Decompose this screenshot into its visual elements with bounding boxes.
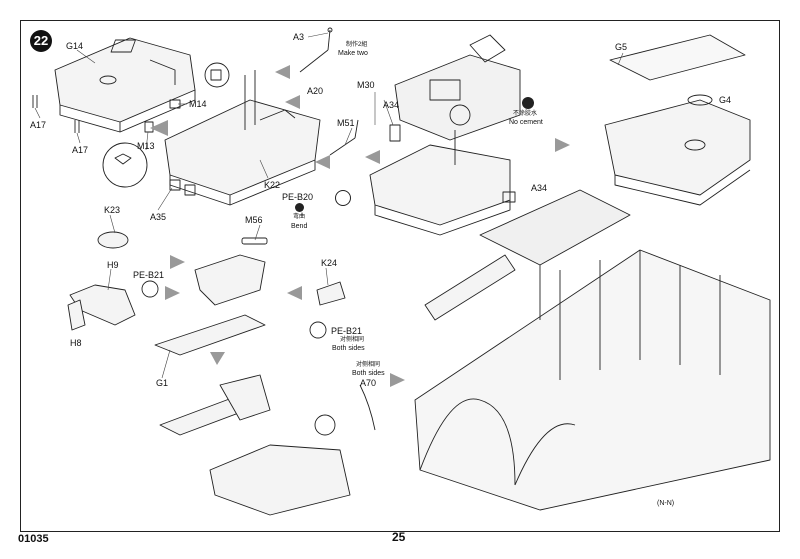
g5-cover-part <box>604 34 751 206</box>
view-note: (N-N) <box>657 500 675 507</box>
page-number: 25 <box>392 530 406 544</box>
label-m13: M13 <box>137 141 155 151</box>
k23-h9-h8-parts <box>67 231 159 331</box>
m13-m14-parts <box>102 62 230 188</box>
label-a34-top: A34 <box>383 100 400 110</box>
label-k22: K22 <box>264 180 281 190</box>
label-k23: K23 <box>104 205 121 215</box>
main-hull-part <box>414 189 771 511</box>
a20-linkage-part <box>299 27 333 73</box>
pe-b20-bend-icon <box>335 190 351 206</box>
assembled-plate-part <box>164 70 321 206</box>
label-h8: H8 <box>70 338 82 348</box>
catalog-code: 01035 <box>18 533 49 545</box>
label-make-two-cjk: 制作2組 <box>346 42 368 48</box>
label-m14: M14 <box>189 99 207 109</box>
label-both-sides-cjk-2: 对侧相同 <box>356 362 381 368</box>
label-g4: G4 <box>719 95 732 105</box>
label-both-sides-2: Both sides <box>352 370 385 377</box>
label-a17-bottom: A17 <box>72 145 89 155</box>
hull-plate-assembly-part <box>369 124 516 236</box>
label-h9: H9 <box>107 260 119 270</box>
a17-pins-part <box>32 95 80 133</box>
label-g14: G14 <box>66 41 84 51</box>
no-cement-icon <box>522 97 534 109</box>
assembled-transmission-part <box>159 374 376 516</box>
m56-g1-parts <box>154 237 346 356</box>
label-bend-cjk: 弯曲 <box>293 214 306 220</box>
label-k24: K24 <box>321 258 338 268</box>
label-m51: M51 <box>337 118 355 128</box>
g14-plate-part <box>54 37 196 133</box>
transmission-assembly-part <box>394 34 521 141</box>
step-number-badge: 22 <box>30 30 52 52</box>
label-pe-b21-right: PE-B21 <box>331 326 363 336</box>
label-g5: G5 <box>615 42 628 52</box>
label-both-sides-1: Both sides <box>332 345 365 352</box>
label-a20: A20 <box>307 86 324 96</box>
label-a70: A70 <box>360 378 377 388</box>
label-m56: M56 <box>245 215 263 225</box>
label-m30: M30 <box>357 80 375 90</box>
bend-mark-icon <box>295 203 304 212</box>
label-g1: G1 <box>156 378 169 388</box>
label-make-two: Make two <box>338 50 368 57</box>
label-bend: Bend <box>291 223 308 230</box>
label-a35: A35 <box>150 212 167 222</box>
label-both-sides-cjk-1: 对侧相同 <box>340 337 365 343</box>
label-pe-b21-left: PE-B21 <box>133 270 165 280</box>
label-a34-bottom: A34 <box>531 183 548 193</box>
m51-linkage-part <box>329 119 359 156</box>
label-no-cement-cjk: 不涂胶水 <box>513 111 538 117</box>
label-pe-b20: PE-B20 <box>282 192 314 202</box>
page-frame <box>20 20 780 532</box>
label-a17-top: A17 <box>30 120 47 130</box>
label-a3: A3 <box>293 32 305 42</box>
label-no-cement: No cement <box>509 119 543 126</box>
